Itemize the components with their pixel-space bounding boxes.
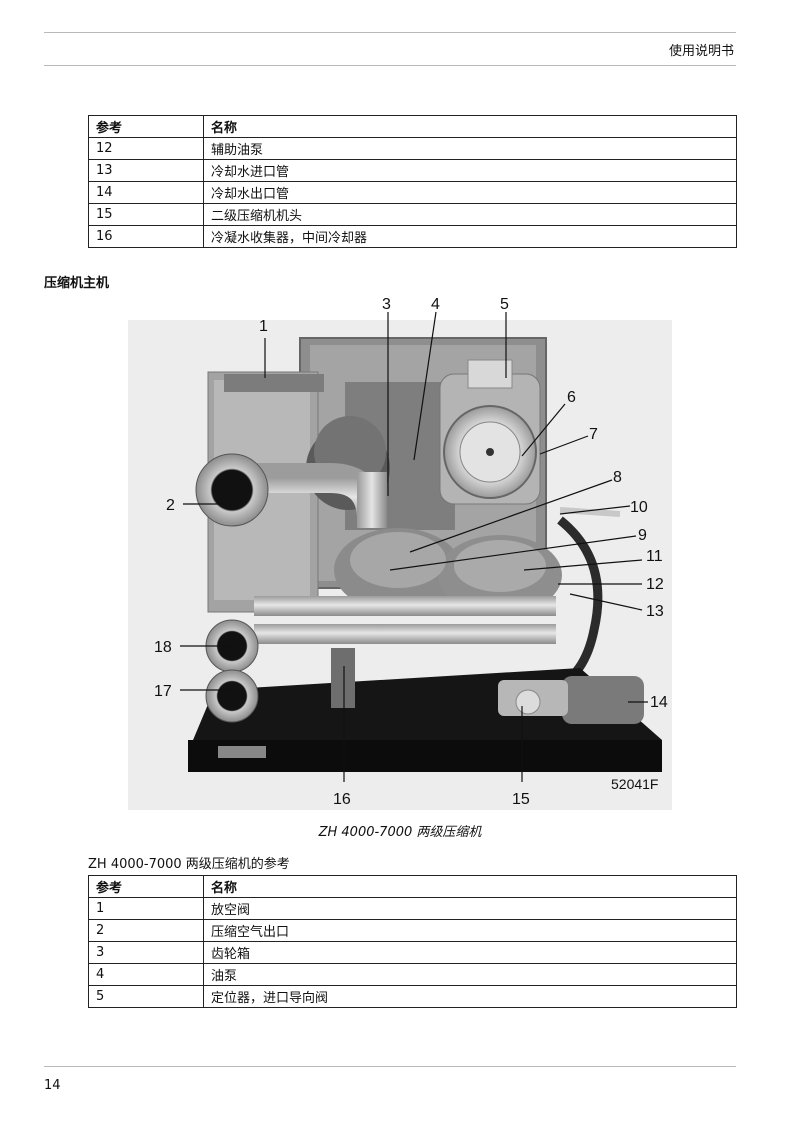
footer-rule — [44, 1066, 736, 1067]
callout-4: 4 — [431, 296, 440, 313]
figure-code: 52041F — [611, 776, 658, 792]
table-cell-name: 冷凝水收集器，中间冷却器 — [203, 225, 737, 248]
table-cell-name: 定位器，进口导向阀 — [203, 985, 737, 1008]
table-cell-ref: 12 — [88, 137, 204, 160]
callout-8: 8 — [613, 469, 622, 486]
callout-16: 16 — [333, 791, 351, 808]
callout-14: 14 — [650, 694, 668, 711]
table-cell-ref: 3 — [88, 941, 204, 964]
table-cell-name: 齿轮箱 — [203, 941, 737, 964]
figure-caption: ZH 4000-7000 两级压缩机 — [318, 825, 482, 840]
header-title: 使用说明书 — [668, 44, 734, 59]
table-cell-name: 辅助油泵 — [203, 137, 737, 160]
table-header-row: 参考 名称 — [88, 875, 737, 898]
callout-1: 1 — [259, 318, 268, 335]
page-number: 14 — [44, 1078, 61, 1093]
table-cell-name: 油泵 — [203, 963, 737, 986]
callout-11: 11 — [646, 548, 663, 565]
section-title: 压缩机主机 — [44, 276, 110, 291]
table-cell-ref: 2 — [88, 919, 204, 942]
column-header-ref: 参考 — [88, 115, 204, 138]
table-cell-name: 压缩空气出口 — [203, 919, 737, 942]
callout-17: 17 — [154, 683, 172, 700]
table-cell-ref: 16 — [88, 225, 204, 248]
column-header-name: 名称 — [203, 875, 737, 898]
callout-7: 7 — [589, 426, 598, 443]
callout-2: 2 — [166, 497, 175, 514]
table-cell-name: 二级压缩机机头 — [203, 203, 737, 226]
table-header-row: 参考 名称 — [88, 115, 737, 138]
table-cell-ref: 13 — [88, 159, 204, 182]
callout-3: 3 — [382, 296, 391, 313]
column-header-ref: 参考 — [88, 875, 204, 898]
table-cell-name: 冷却水进口管 — [203, 159, 737, 182]
table-cell-ref: 14 — [88, 181, 204, 204]
compressor-photo-figure: 52041F 1 2 3 4 5 6 7 8 10 9 11 12 13 14 … — [128, 296, 672, 810]
column-header-name: 名称 — [203, 115, 737, 138]
header-rule-top — [44, 32, 736, 33]
callout-9: 9 — [638, 527, 647, 544]
callout-12: 12 — [646, 576, 664, 593]
callout-10: 10 — [630, 499, 648, 516]
table-cell-name: 放空阀 — [203, 897, 737, 920]
callout-6: 6 — [567, 389, 576, 406]
callout-15: 15 — [512, 791, 530, 808]
table-cell-ref: 15 — [88, 203, 204, 226]
table-cell-ref: 1 — [88, 897, 204, 920]
header-rule-bottom — [44, 65, 736, 66]
table-cell-ref: 5 — [88, 985, 204, 1008]
table-cell-name: 冷却水出口管 — [203, 181, 737, 204]
callout-5: 5 — [500, 296, 509, 313]
callout-13: 13 — [646, 603, 664, 620]
table-caption: ZH 4000-7000 两级压缩机的参考 — [88, 857, 290, 872]
table-cell-ref: 4 — [88, 963, 204, 986]
callout-18: 18 — [154, 639, 172, 656]
